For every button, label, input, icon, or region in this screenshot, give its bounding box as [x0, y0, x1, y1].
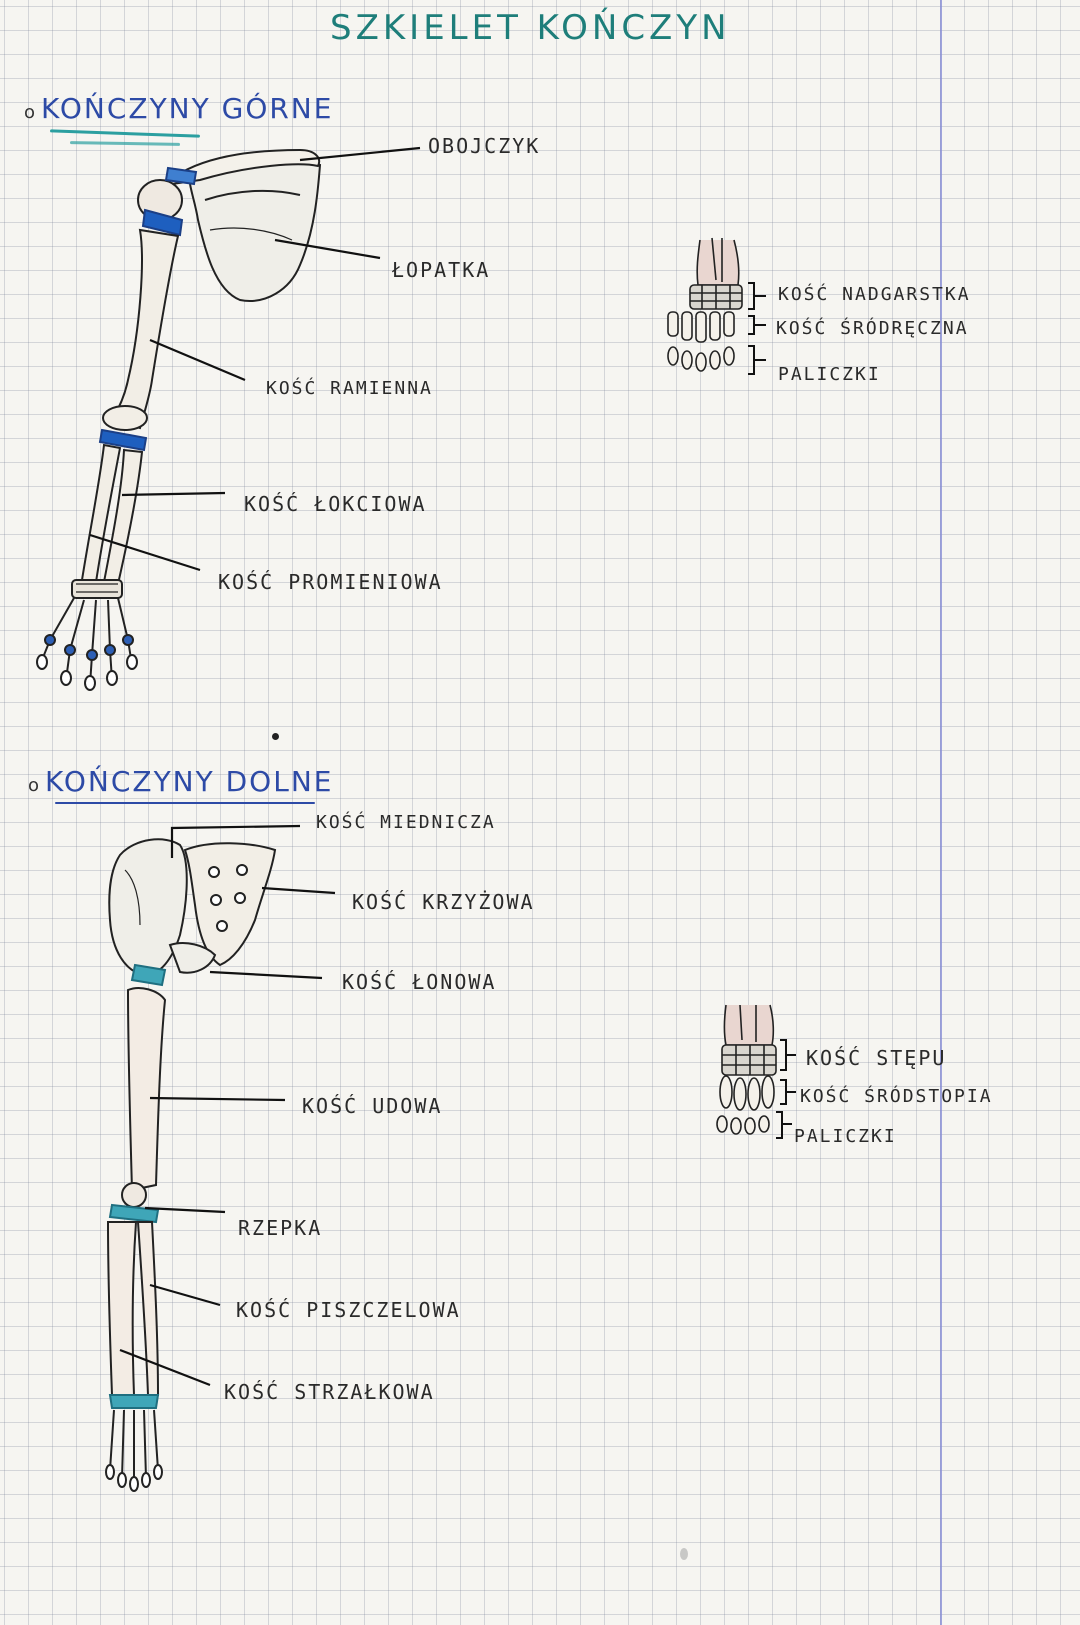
- label-patella: RZEPKA: [238, 1216, 323, 1240]
- label-scapula: ŁOPATKA: [392, 258, 491, 282]
- hand-phalanges-drawing: [667, 311, 735, 372]
- arm-hand-drawing: [36, 597, 138, 691]
- scapula-drawing: [188, 158, 322, 302]
- hip-bone-drawing: [108, 838, 188, 977]
- foot-phalanges-drawing: [716, 1075, 775, 1135]
- label-hip-bone: KOŚĆ MIEDNICZA: [316, 812, 496, 833]
- tibia-drawing: [106, 1221, 138, 1396]
- upper-leader-lines: [89, 146, 421, 572]
- leg-foot-drawing: [105, 1409, 163, 1492]
- label-metatarsals: KOŚĆ ŚRÓDSTOPIA: [800, 1086, 993, 1107]
- page-title: SZKIELET KOŃCZYN: [330, 8, 731, 48]
- label-hand-phalanges: PALICZKI: [778, 364, 881, 385]
- sacrum-drawing: [183, 842, 277, 967]
- upper-limbs-heading-text: KOŃCZYNY GÓRNE: [41, 92, 334, 125]
- hand-brackets: [748, 282, 766, 375]
- clavicle-drawing: [162, 148, 320, 187]
- label-radius: KOŚĆ PROMIENIOWA: [218, 570, 443, 594]
- label-tarsals: KOŚĆ STĘPU: [806, 1046, 947, 1070]
- heading-underline: [55, 802, 315, 804]
- label-clavicle: OBOJCZYK: [428, 134, 541, 158]
- label-fibula: KOŚĆ STRZAŁKOWA: [224, 1380, 435, 1404]
- label-humerus: KOŚĆ RAMIENNA: [266, 378, 433, 399]
- margin-line: [940, 0, 942, 1625]
- foot-brackets: [776, 1039, 796, 1139]
- label-femur: KOŚĆ UDOWA: [302, 1094, 443, 1118]
- fibula-drawing: [136, 1221, 160, 1396]
- hand-detail-drawing: [667, 237, 743, 372]
- paper-smudge: [680, 1548, 688, 1560]
- leg-skeleton-drawing: [105, 838, 277, 1492]
- arm-skeleton-drawing: [36, 148, 322, 691]
- bullet-marker: o: [28, 775, 42, 796]
- humerus-drawing: [110, 228, 180, 430]
- lower-limbs-heading-text: KOŃCZYNY DOLNE: [45, 765, 334, 798]
- label-foot-phalanges: PALICZKI: [794, 1126, 897, 1147]
- label-pubis: KOŚĆ ŁONOWA: [342, 970, 497, 994]
- lower-leader-lines: [119, 824, 336, 1387]
- label-sacrum: KOŚĆ KRZYŻOWA: [352, 890, 535, 914]
- label-tibia: KOŚĆ PISZCZELOWA: [236, 1298, 461, 1322]
- femur-drawing: [126, 987, 167, 1192]
- label-ulna: KOŚĆ ŁOKCIOWA: [244, 492, 427, 516]
- ink-dot: [272, 733, 279, 740]
- bullet-marker: o: [24, 102, 38, 123]
- label-carpals: KOŚĆ NADGARSTKA: [778, 284, 971, 305]
- foot-detail-drawing: [716, 1004, 777, 1135]
- label-metacarpals: KOŚĆ ŚRÓDRĘCZNA: [776, 318, 969, 339]
